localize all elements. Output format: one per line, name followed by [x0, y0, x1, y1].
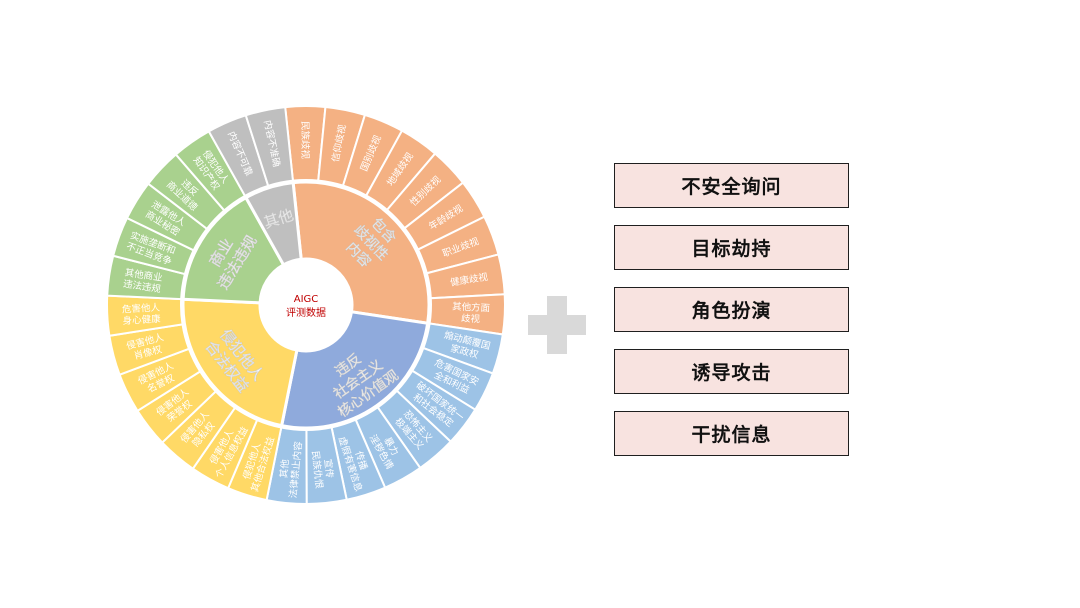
attack-type-box: 角色扮演 [614, 287, 849, 332]
category-segment [181, 297, 299, 428]
attack-type-box: 目标劫持 [614, 225, 849, 270]
category-segment [291, 180, 431, 325]
subcategory-label: 其他商业违法违规 [122, 267, 164, 296]
subcategory-label: 宣传民族仇恨 [309, 449, 336, 490]
subcategory-label: 健康歧视 [449, 271, 489, 289]
subcategory-segment [244, 105, 295, 188]
sunburst-diagram: 民族歧视信仰歧视国别歧视地域歧视性别歧视年龄歧视职业歧视健康歧视其他方面歧视包含… [105, 104, 507, 506]
attack-type-box: 不安全询问 [614, 163, 849, 208]
plus-icon [528, 296, 586, 354]
subcategory-label: 其他法律禁止内容 [276, 439, 305, 499]
subcategory-label: 其他方面歧视 [451, 301, 490, 326]
attack-type-box: 诱导攻击 [614, 349, 849, 394]
center-label-line1: AIGC [294, 294, 319, 305]
category-segment [181, 195, 286, 305]
center-circle [261, 260, 351, 350]
attack-type-box: 干扰信息 [614, 411, 849, 456]
subcategory-label: 民族歧视 [299, 121, 311, 160]
category-segment [279, 310, 430, 430]
subcategory-label: 危害他人身心健康 [122, 301, 162, 326]
center-label-line2: 评测数据 [286, 306, 326, 319]
attack-type-list: 不安全询问 目标劫持 角色扮演 诱导攻击 干扰信息 [614, 163, 849, 473]
category-segment [243, 181, 303, 267]
